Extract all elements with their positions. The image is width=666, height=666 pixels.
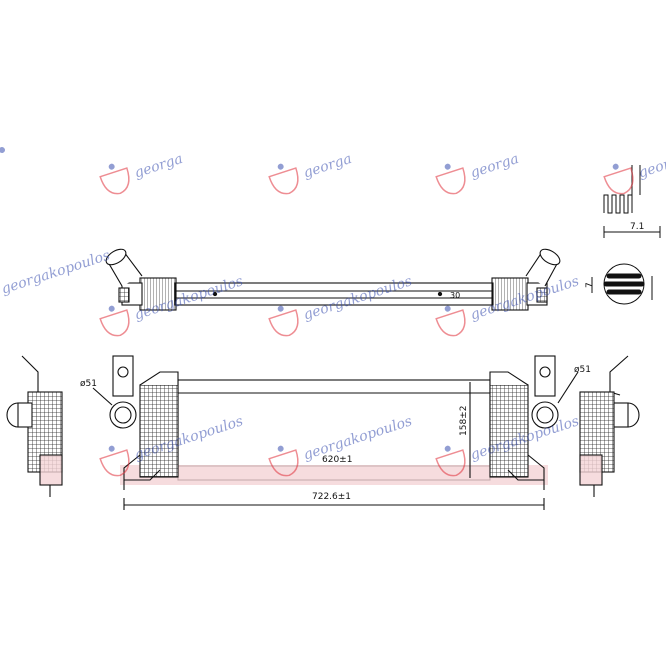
tube-pitch-label: 7	[585, 282, 595, 288]
fin-thickness-label: 7.1	[630, 222, 644, 232]
watermark-logo: georga	[435, 151, 521, 195]
left-side-view	[6, 355, 63, 497]
front-view	[92, 355, 579, 510]
diameter-left-label: ø51	[80, 379, 97, 389]
overall-width-label: 722.6±1	[312, 492, 351, 502]
watermark-logo: georga	[603, 151, 666, 195]
svg-text:georga: georga	[133, 151, 185, 182]
watermark-logo	[0, 147, 5, 153]
top-right-tank	[491, 277, 529, 311]
tube-section: 7	[585, 263, 653, 305]
front-left-tank	[139, 384, 179, 478]
svg-text:georgakopoulos: georgakopoulos	[0, 247, 112, 297]
highlight-band	[120, 465, 548, 485]
svg-text:georga: georga	[302, 151, 354, 182]
top-left-tank	[139, 277, 177, 311]
watermark-logo: georgakopoulos	[0, 247, 112, 297]
core-width-label: 620±1	[322, 455, 352, 465]
height-label: 158±2	[459, 406, 469, 436]
svg-text:30: 30	[450, 291, 460, 300]
right-side-view	[579, 355, 640, 497]
diameter-right-label: ø51	[574, 365, 591, 375]
watermark-logo: georga	[268, 151, 354, 195]
svg-text:georga: georga	[637, 151, 666, 182]
top-view: 30	[105, 248, 561, 311]
watermark-logo: georga	[99, 151, 185, 195]
svg-text:georga: georga	[469, 151, 521, 182]
